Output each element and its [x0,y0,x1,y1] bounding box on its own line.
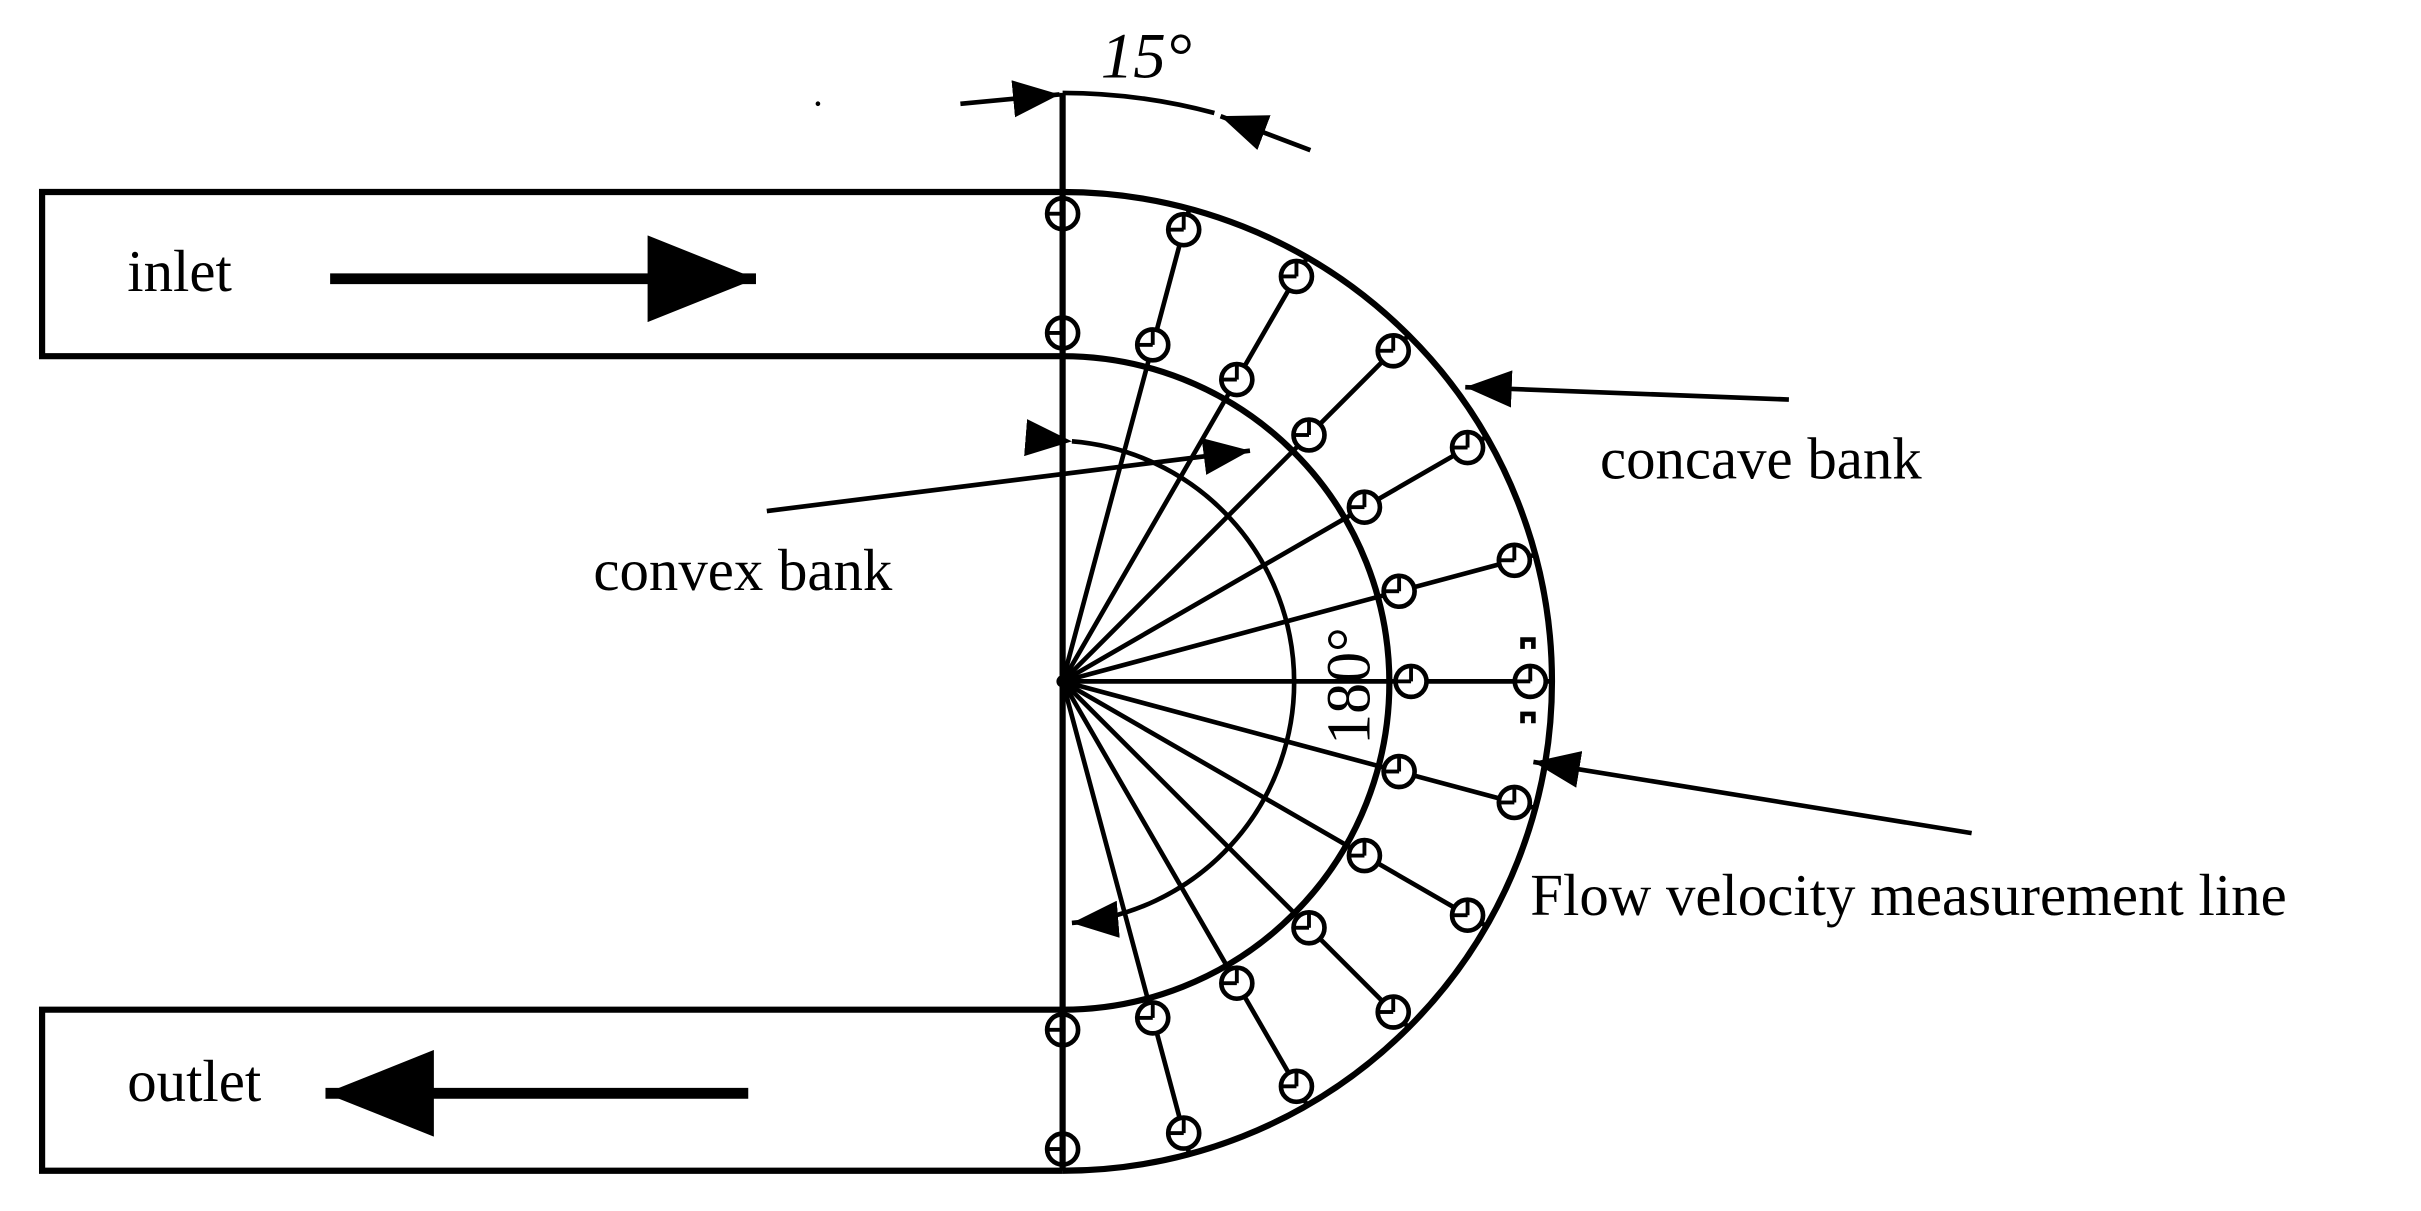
angle-180-label: 180° [1316,627,1384,745]
measurement-point [1496,784,1533,821]
measurement-point [1381,753,1417,790]
section-line [1060,680,1192,1155]
bend-center-point [1056,675,1069,688]
angle-15-label: 15° [1101,20,1192,92]
measurement-point [1278,1068,1315,1105]
measurement-point [1393,663,1429,700]
measurement-point [1219,965,1255,1002]
section-line [1060,680,1310,1107]
outlet-channel [38,1006,1063,1174]
stray-dot [815,101,821,107]
convex-bank-leader [766,437,1251,514]
measurement-point [1449,429,1486,466]
measurement-point [1291,417,1327,453]
concave-bank-label: concave bank [1600,427,1922,492]
measurement-point [1165,1115,1202,1151]
inlet-label: inlet [127,239,232,304]
measurement-line-mark-lower [1520,711,1536,724]
section-line [1061,679,1488,929]
measurement-point [1449,897,1486,934]
inlet-channel [38,188,1063,360]
outlet-label: outlet [127,1049,261,1114]
section-line [1062,679,1536,811]
section-line [1060,208,1192,682]
measurement-line-mark-upper [1520,637,1536,649]
measurement-point [1375,994,1412,1030]
measurement-point [1134,327,1171,363]
angle-15-arrow-right [1219,113,1312,153]
measurement-point [1512,663,1549,700]
section-line [1060,679,1411,1029]
measurement-point [1278,258,1315,295]
convex-bank-label: convex bank [593,538,893,603]
angle-15-arc [1062,90,1215,116]
measurement-line-leader [1533,751,1973,836]
measurement-point [1375,332,1412,369]
angle-15-arrow-left [960,80,1060,118]
measurement-point [1219,361,1255,398]
measurement-line-label: Flow velocity measurement line [1530,863,2286,928]
concave-bank-leader [1465,370,1789,408]
measurement-point [1291,909,1327,946]
measurement-point [1496,542,1533,579]
measurement-point [1346,489,1383,525]
measurement-point [1134,1000,1171,1036]
section-line [1061,434,1488,684]
measurement-point [1165,211,1202,248]
measurement-point [1346,837,1383,874]
section-line [1062,552,1536,684]
measurement-point [1381,573,1417,610]
section-line [1060,333,1411,684]
angle-180-arc [1024,419,1297,938]
